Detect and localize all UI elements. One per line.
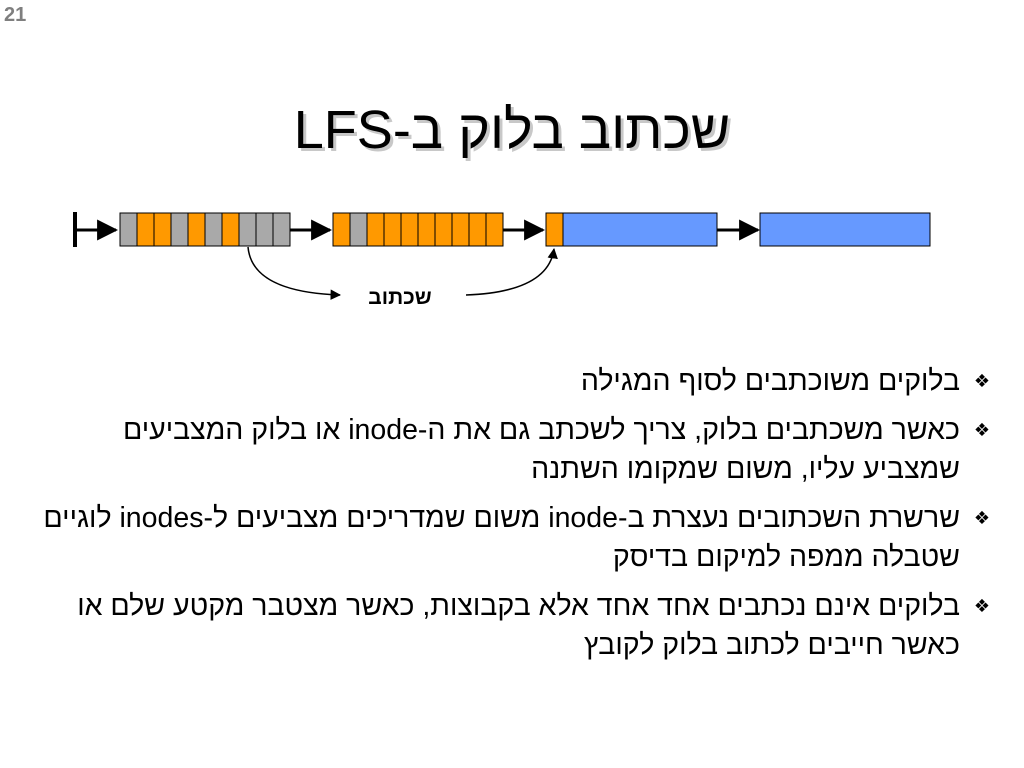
data-block <box>136 212 155 247</box>
bullet-text: בלוקים אינם נכתבים אחד אחד אלא בקבוצות, … <box>77 590 960 661</box>
bullet-text: כאשר משכתבים בלוק, צריך לשכתב גם את ה-in… <box>122 414 960 485</box>
data-block <box>383 212 402 247</box>
data-block <box>485 212 504 247</box>
data-block <box>221 212 240 247</box>
log-segment-1 <box>119 212 291 247</box>
data-block <box>468 212 487 247</box>
write-label: שכתוב <box>368 286 432 309</box>
data-block <box>434 212 453 247</box>
diamond-bullet-icon: ❖ <box>973 508 990 528</box>
diamond-bullet-icon: ❖ <box>973 596 990 616</box>
data-block <box>545 212 564 247</box>
write-arrow-in <box>247 246 342 300</box>
data-block <box>451 212 470 247</box>
data-block <box>366 212 385 247</box>
empty-block <box>119 212 138 247</box>
data-block <box>187 212 206 247</box>
empty-block <box>204 212 223 247</box>
empty-block <box>170 212 189 247</box>
log-segment-3 <box>545 212 718 247</box>
write-arrow-out <box>465 247 558 296</box>
diamond-bullet-icon: ❖ <box>973 371 990 391</box>
empty-block <box>349 212 368 247</box>
bullet-list: ❖ בלוקים משוכתבים לסוף המגילה ❖ כאשר משכ… <box>20 362 990 675</box>
data-block <box>417 212 436 247</box>
slide-number: 21 <box>4 4 27 26</box>
log-segment-2 <box>332 212 504 247</box>
data-block <box>332 212 351 247</box>
data-block <box>400 212 419 247</box>
bullet-item: ❖ בלוקים אינם נכתבים אחד אחד אלא בקבוצות… <box>20 587 990 665</box>
free-space <box>562 212 718 247</box>
empty-block <box>255 212 274 247</box>
bullet-item: ❖ בלוקים משוכתבים לסוף המגילה <box>20 362 990 401</box>
bullet-text: בלוקים משוכתבים לסוף המגילה <box>580 365 960 397</box>
data-block <box>153 212 172 247</box>
slide-title: שכתוב בלוק ב-LFS <box>293 100 731 160</box>
diamond-bullet-icon: ❖ <box>973 420 990 440</box>
empty-block <box>272 212 291 247</box>
free-segment <box>759 212 931 247</box>
empty-block <box>238 212 257 247</box>
bullet-item: ❖ שרשרת השכתובים נעצרת ב-inode משום שמדר… <box>20 499 990 577</box>
bullet-text: שרשרת השכתובים נעצרת ב-inode משום שמדריכ… <box>43 502 960 573</box>
bullet-item: ❖ כאשר משכתבים בלוק, צריך לשכתב גם את ה-… <box>20 411 990 489</box>
